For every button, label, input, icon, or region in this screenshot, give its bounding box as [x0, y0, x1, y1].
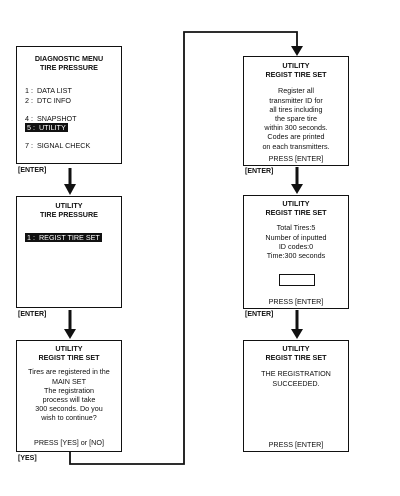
yes-key-label: [YES]: [18, 455, 37, 462]
enter-key-label: [ENTER]: [18, 311, 47, 318]
screen-registration-succeeded: UTILITY REGIST TIRE SET THE REGISTRATION…: [243, 340, 349, 452]
time-remaining: Time:300 seconds: [266, 251, 326, 261]
enter-key-label: [ENTER]: [245, 168, 274, 175]
inputted-count-value: ID codes:0: [278, 241, 314, 251]
flow-arrowhead: [291, 329, 303, 339]
screen-title: UTILITY: [55, 344, 83, 353]
menu-item-signal-check: 7 : SIGNAL CHECK: [25, 141, 91, 151]
enter-key-label: [ENTER]: [245, 311, 274, 318]
menu-item-data-list: 1 : DATA LIST: [25, 86, 72, 96]
flow-arrowhead: [291, 184, 303, 194]
screen-subtitle: REGIST TIRE SET: [265, 353, 327, 363]
message-line: on each transmitters.: [262, 141, 330, 151]
message-line: Tires are registered in the: [28, 367, 110, 377]
flow-arrowhead: [64, 184, 76, 195]
total-tires: Total Tires:5: [276, 223, 316, 233]
press-prompt: PRESS [ENTER]: [268, 439, 324, 449]
message-line: The registration: [44, 385, 94, 395]
message-line: Codes are printed: [267, 132, 325, 142]
screen-title: UTILITY: [282, 199, 310, 208]
screen-title: UTILITY: [55, 201, 83, 210]
message-line: all tires including: [269, 104, 323, 114]
menu-item-snapshot: 4 : SNAPSHOT: [25, 113, 77, 123]
screen-subtitle: TIRE PRESSURE: [40, 63, 98, 73]
message-line: 300 seconds. Do you: [35, 404, 103, 414]
screen-regist-confirm: UTILITY REGIST TIRE SET Tires are regist…: [16, 340, 122, 452]
message-line: Register all: [278, 86, 314, 96]
menu-item-regist-tire-set-selected: 1 : REGIST TIRE SET: [25, 233, 102, 243]
inputted-count-label: Number of inputted: [265, 232, 327, 242]
press-prompt: PRESS [ENTER]: [268, 153, 324, 163]
flow-arrowhead: [291, 46, 303, 56]
message-line: transmitter ID for: [269, 95, 323, 105]
screen-title: UTILITY: [282, 61, 310, 70]
flow-connector: [69, 31, 298, 465]
message-line: within 300 seconds.: [264, 123, 328, 133]
message-line: the spare tire: [275, 114, 317, 124]
success-message: SUCCEEDED.: [272, 378, 320, 388]
screen-title: UTILITY: [282, 344, 310, 353]
screen-subtitle: REGIST TIRE SET: [265, 70, 327, 80]
enter-key-label: [ENTER]: [18, 167, 47, 174]
screen-registration-status: UTILITY REGIST TIRE SET Total Tires:5 Nu…: [243, 195, 349, 309]
screen-register-transmitters: UTILITY REGIST TIRE SET Register all tra…: [243, 56, 349, 166]
id-input-box: [279, 274, 315, 286]
menu-item-utility-selected: 5 : UTILITY: [25, 123, 68, 133]
message-line: MAIN SET: [52, 376, 86, 386]
screen-subtitle: TIRE PRESSURE: [40, 210, 98, 220]
press-prompt: PRESS [YES] or [NO]: [34, 437, 104, 447]
press-prompt: PRESS [ENTER]: [268, 296, 324, 306]
message-line: wish to continue?: [41, 413, 97, 423]
menu-item-dtc-info: 2 : DTC INFO: [25, 95, 71, 105]
screen-subtitle: REGIST TIRE SET: [265, 208, 327, 218]
screen-diagnostic-menu: DIAGNOSTIC MENU TIRE PRESSURE 1 : DATA L…: [16, 46, 122, 164]
screen-title: DIAGNOSTIC MENU: [34, 54, 104, 63]
message-line: process will take: [42, 395, 96, 405]
screen-utility-menu: UTILITY TIRE PRESSURE 1 : REGIST TIRE SE…: [16, 196, 122, 308]
screen-subtitle: REGIST TIRE SET: [38, 353, 100, 363]
success-message: THE REGISTRATION: [261, 369, 331, 379]
flow-arrowhead: [64, 329, 76, 339]
